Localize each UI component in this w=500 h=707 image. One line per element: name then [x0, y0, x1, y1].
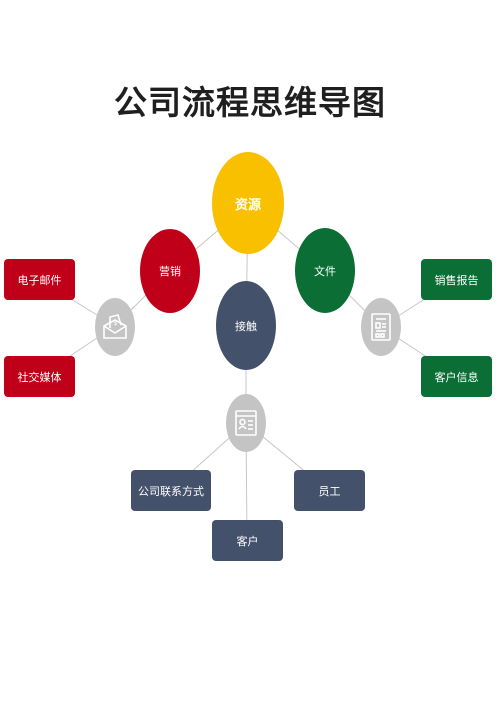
document-icon: [369, 312, 393, 342]
node-staff: 员工: [294, 470, 365, 511]
page-title: 公司流程思维导图: [114, 83, 386, 122]
files-hub: [361, 298, 401, 356]
envelope-dollar-icon: $: [101, 313, 129, 341]
node-contact-label: 接触: [235, 319, 257, 333]
node-company-contact-label: 公司联系方式: [138, 484, 204, 498]
node-resources-label: 资源: [234, 197, 261, 213]
svg-text:$: $: [113, 319, 117, 327]
node-customer-info: 客户信息: [421, 356, 492, 397]
node-sales-report: 销售报告: [421, 259, 492, 300]
node-marketing: 营销: [140, 229, 200, 313]
node-staff-label: 员工: [318, 484, 341, 498]
node-files-label: 文件: [314, 264, 336, 278]
node-sales-report-label: 销售报告: [434, 273, 479, 287]
node-contact: 接触: [216, 281, 276, 370]
node-company-contact: 公司联系方式: [131, 470, 211, 511]
node-customer-info-label: 客户信息: [434, 370, 479, 384]
node-files: 文件: [295, 228, 355, 313]
node-email-label: 电子邮件: [17, 273, 62, 287]
node-social-media-label: 社交媒体: [17, 370, 62, 384]
node-customer: 客户: [212, 520, 283, 561]
node-resources: 资源: [212, 152, 284, 254]
marketing-hub: $: [95, 298, 135, 356]
node-customer-label: 客户: [236, 534, 259, 548]
contact-hub: [226, 394, 266, 452]
contact-card-icon: [233, 408, 259, 438]
node-marketing-label: 营销: [159, 265, 181, 278]
node-social-media: 社交媒体: [4, 356, 75, 397]
node-email: 电子邮件: [4, 259, 75, 300]
